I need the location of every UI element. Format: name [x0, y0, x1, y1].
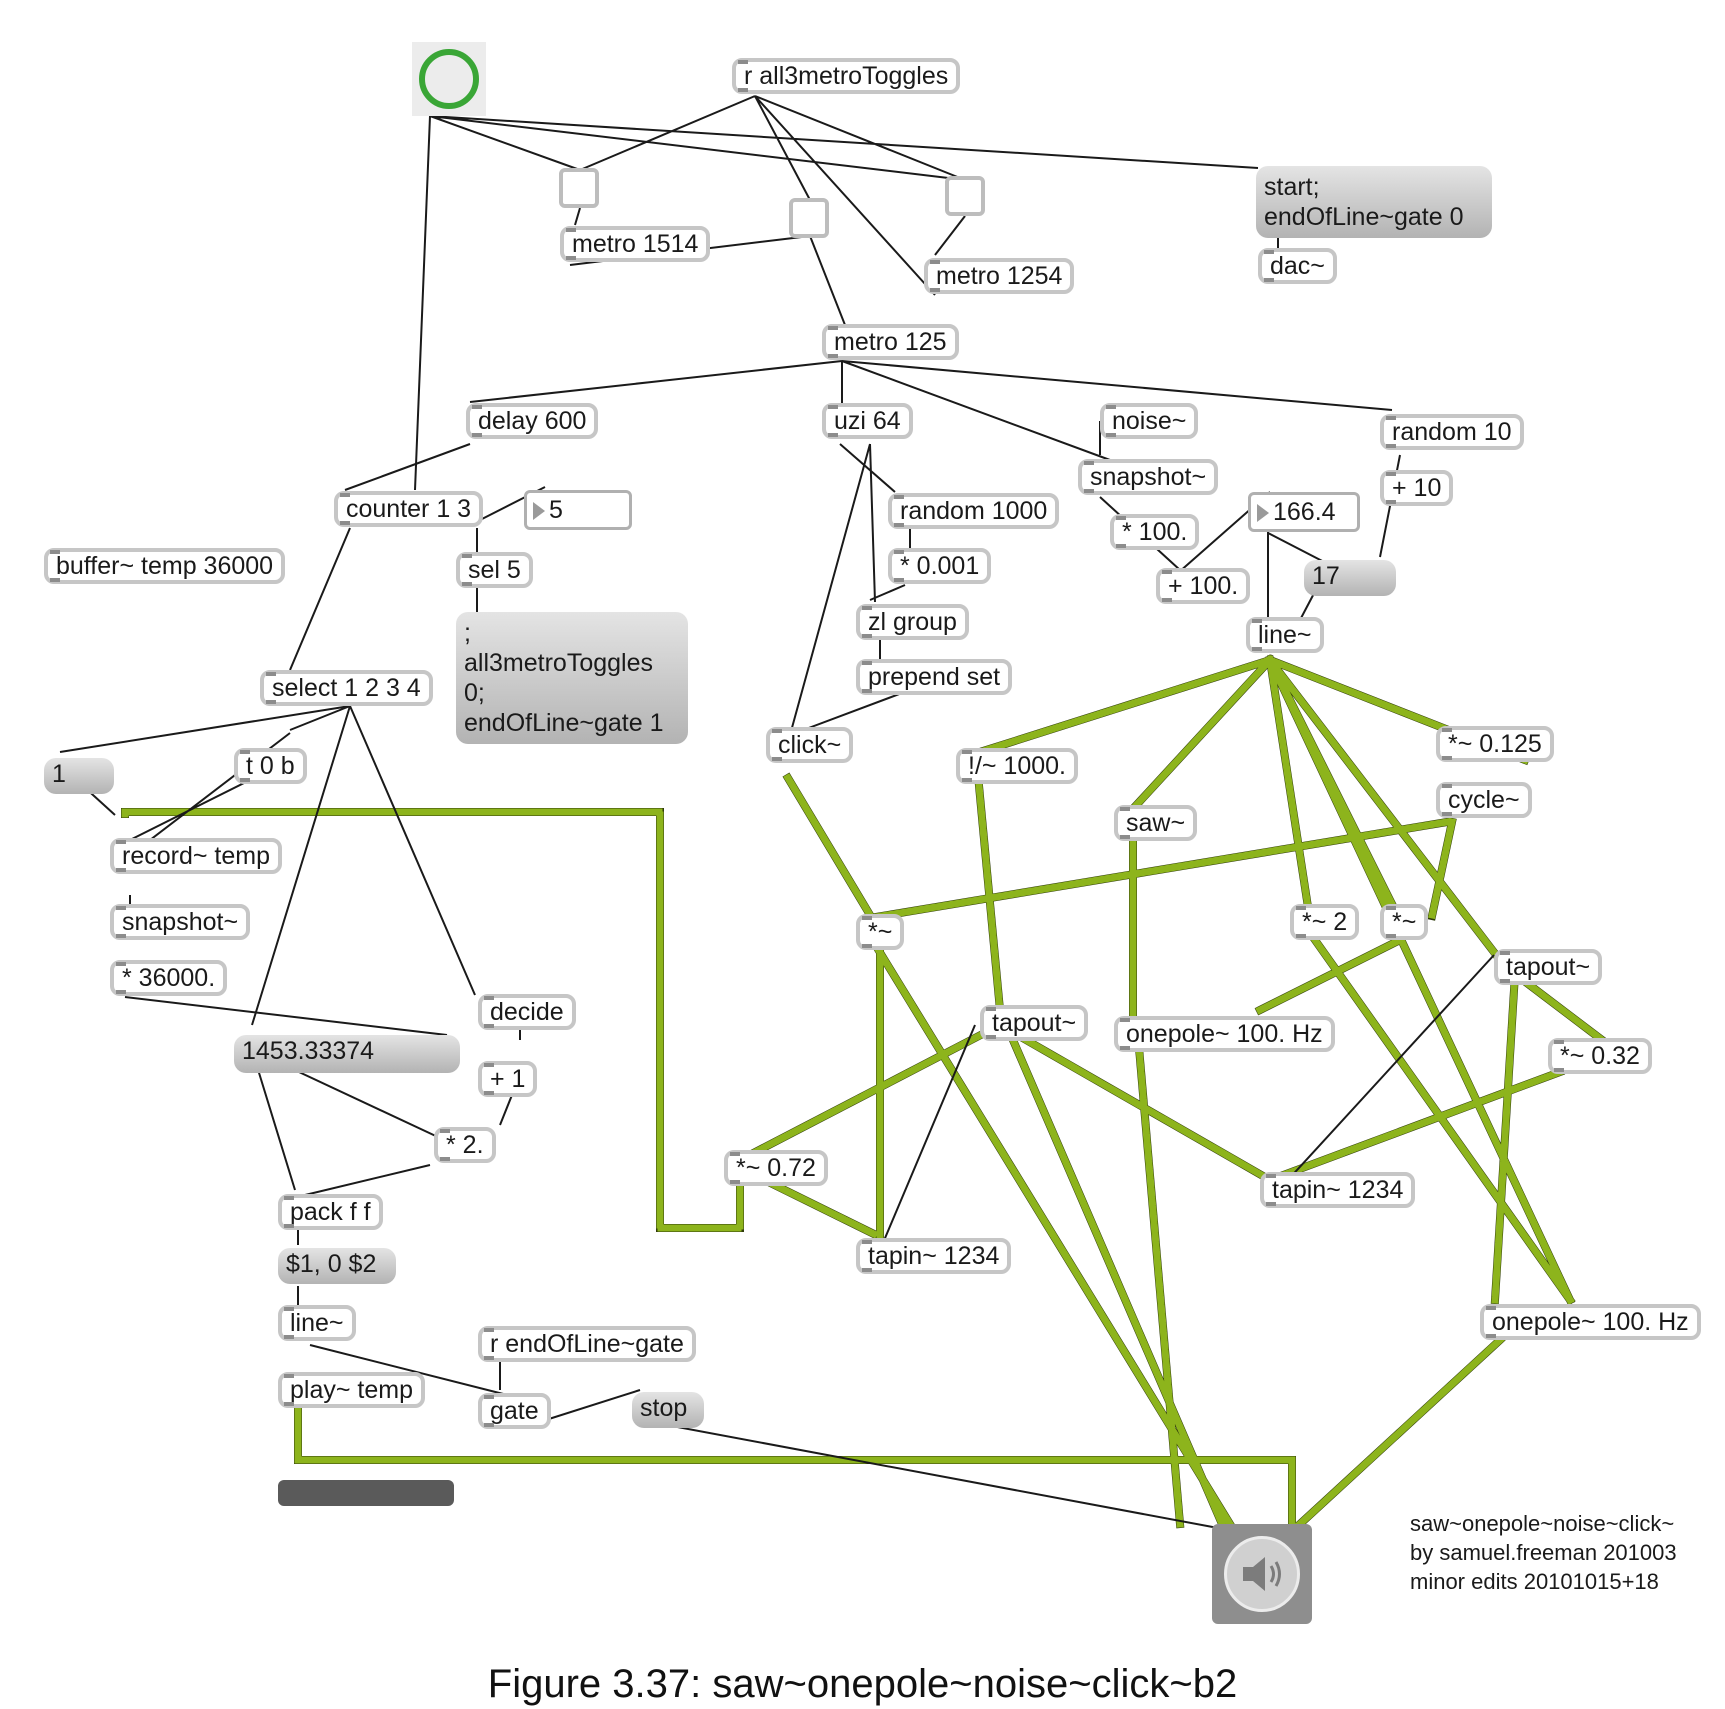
bang-circle-icon [419, 49, 479, 109]
number-triangle-icon [1257, 504, 1269, 522]
obj-dac[interactable]: dac~ [1258, 248, 1337, 284]
obj-uzi-64[interactable]: uzi 64 [822, 403, 913, 439]
obj-random-10[interactable]: random 10 [1380, 414, 1524, 450]
obj-onepole-right[interactable]: onepole~ 100. Hz [1480, 1304, 1701, 1340]
number-box-5[interactable]: 5 [524, 490, 632, 530]
obj-times-sig-b[interactable]: *~ [1380, 904, 1429, 940]
ezdac-speaker-button[interactable] [1212, 1524, 1312, 1624]
obj-pack-f-f[interactable]: pack f f [278, 1194, 383, 1230]
obj-div-1000[interactable]: !/~ 1000. [956, 748, 1078, 784]
obj-tapin-mid[interactable]: tapin~ 1234 [856, 1238, 1012, 1274]
figure-caption: Figure 3.37: saw~onepole~noise~click~b2 [487, 1662, 1238, 1706]
toggle-metro-125[interactable] [789, 198, 829, 238]
obj-times-2-float[interactable]: * 2. [434, 1127, 496, 1163]
obj-noise[interactable]: noise~ [1100, 403, 1199, 439]
patch-comment: saw~onepole~noise~click~ by samuel.freem… [1410, 1511, 1677, 1594]
obj-r-endOfLine-gate[interactable]: r endOfLine~gate [478, 1326, 696, 1362]
number-value: 5 [549, 496, 563, 524]
obj-cycle[interactable]: cycle~ [1436, 782, 1532, 818]
obj-tapout-mid[interactable]: tapout~ [980, 1005, 1089, 1041]
obj-play-temp[interactable]: play~ temp [278, 1372, 425, 1408]
obj-r-all3metroToggles[interactable]: r all3metroToggles [732, 58, 961, 94]
msg-17[interactable]: 17 [1304, 560, 1396, 596]
toggle-metro-1514[interactable] [559, 168, 599, 208]
obj-metro-1254[interactable]: metro 1254 [924, 258, 1075, 294]
obj-tapin-right[interactable]: tapin~ 1234 [1260, 1172, 1416, 1208]
obj-plus-1[interactable]: + 1 [478, 1061, 538, 1097]
obj-t-0-b[interactable]: t 0 b [234, 748, 307, 784]
msg-start-endOfLine[interactable]: start; endOfLine~gate 0 [1256, 166, 1492, 238]
obj-saw[interactable]: saw~ [1114, 805, 1198, 841]
obj-times-0001[interactable]: * 0.001 [888, 548, 992, 584]
obj-plus-100[interactable]: + 100. [1156, 568, 1251, 604]
obj-random-1000[interactable]: random 1000 [888, 493, 1060, 529]
obj-times-sig-a[interactable]: *~ [856, 914, 905, 950]
obj-times-36000[interactable]: * 36000. [110, 960, 228, 996]
obj-times-2[interactable]: *~ 2 [1290, 904, 1360, 940]
toggle-metro-1254[interactable] [945, 176, 985, 216]
obj-counter-1-3[interactable]: counter 1 3 [334, 491, 484, 527]
number-triangle-icon [533, 502, 545, 520]
obj-tapout-right[interactable]: tapout~ [1494, 949, 1603, 985]
msg-all3metroToggles-0[interactable]: ; all3metroToggles 0; endOfLine~gate 1 [456, 612, 688, 744]
obj-metro-1514[interactable]: metro 1514 [560, 226, 711, 262]
bang-button[interactable] [412, 42, 486, 116]
obj-delay-600[interactable]: delay 600 [466, 403, 599, 439]
obj-times-100[interactable]: * 100. [1110, 514, 1200, 550]
number-box-166[interactable]: 166.4 [1248, 492, 1360, 532]
obj-onepole-mid[interactable]: onepole~ 100. Hz [1114, 1016, 1335, 1052]
obj-times-0125[interactable]: *~ 0.125 [1436, 726, 1554, 762]
obj-metro-125[interactable]: metro 125 [822, 324, 959, 360]
obj-snapshot-left[interactable]: snapshot~ [110, 904, 251, 940]
msg-1[interactable]: 1 [44, 758, 114, 794]
obj-select-1234[interactable]: select 1 2 3 4 [260, 670, 433, 706]
msg-1453[interactable]: 1453.33374 [234, 1035, 460, 1073]
obj-times-032[interactable]: *~ 0.32 [1548, 1038, 1652, 1074]
speaker-icon [1224, 1536, 1300, 1612]
obj-snapshot-top[interactable]: snapshot~ [1078, 459, 1219, 495]
obj-line-right[interactable]: line~ [1246, 617, 1324, 653]
obj-zl-group[interactable]: zl group [856, 604, 969, 640]
obj-times-072[interactable]: *~ 0.72 [724, 1150, 828, 1186]
obj-line-left[interactable]: line~ [278, 1305, 356, 1341]
control-cords [59, 95, 1495, 1529]
obj-click[interactable]: click~ [766, 727, 854, 763]
obj-plus-10[interactable]: + 10 [1380, 470, 1454, 506]
obj-buffer-temp[interactable]: buffer~ temp 36000 [44, 548, 286, 584]
obj-record-temp[interactable]: record~ temp [110, 838, 282, 874]
obj-sel-5[interactable]: sel 5 [456, 552, 533, 588]
msg-stop[interactable]: stop [632, 1392, 704, 1428]
msg-pack-args[interactable]: $1, 0 $2 [278, 1248, 396, 1284]
obj-decide[interactable]: decide [478, 994, 576, 1030]
obj-gate[interactable]: gate [478, 1393, 551, 1429]
obj-prepend-set[interactable]: prepend set [856, 659, 1013, 695]
number-value: 166.4 [1273, 498, 1336, 526]
dark-slider-bar[interactable] [278, 1480, 454, 1506]
